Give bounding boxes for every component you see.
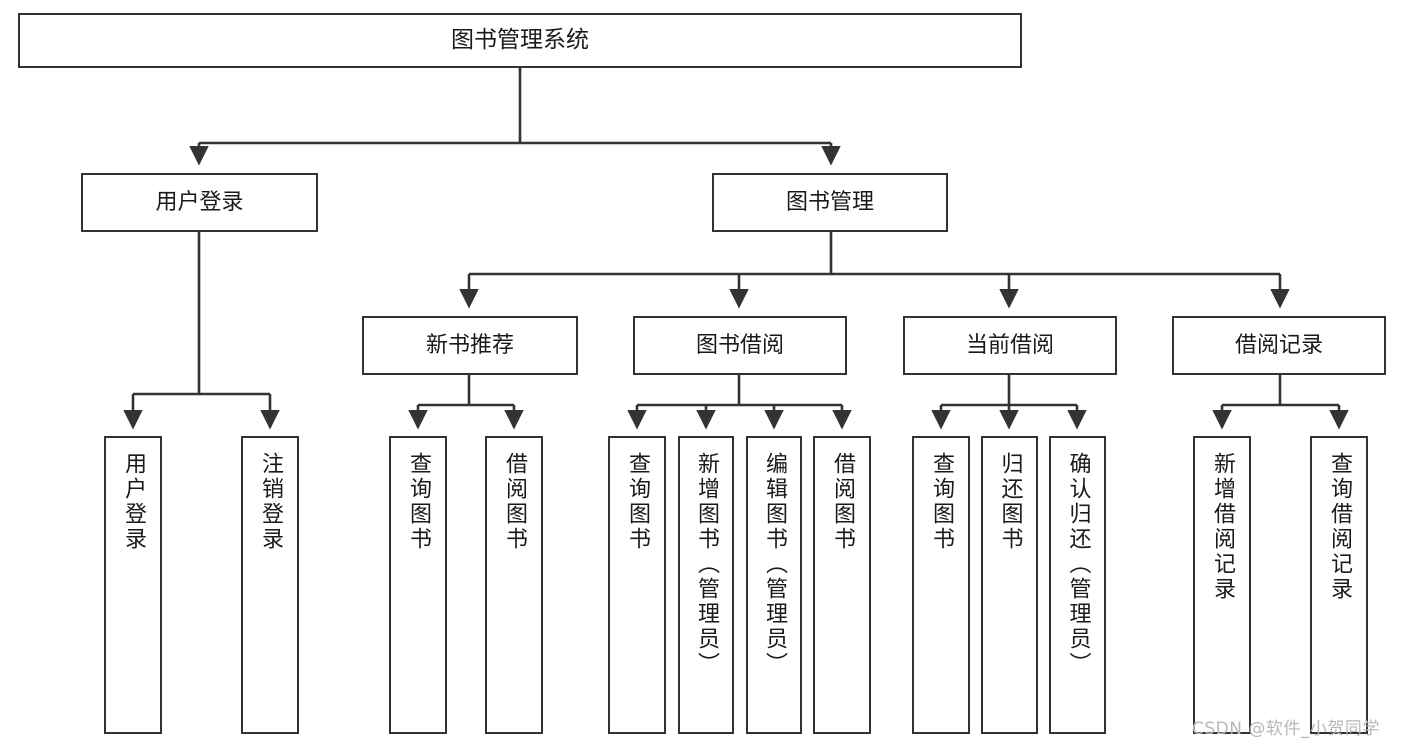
leaf-book-borrow-2[interactable]: 编辑图书（管理员） [746,436,802,734]
node-label: 查询图书 [929,452,954,552]
node-label: 编辑图书（管理员） [762,452,787,677]
node-book-management[interactable]: 图书管理 [712,173,948,232]
node-label: 借阅图书 [502,452,527,552]
node-label: 图书借阅 [695,332,784,358]
leaf-user-login-1[interactable]: 注销登录 [241,436,299,734]
node-label: 注销登录 [258,452,283,552]
node-label: 图书管理系统 [451,26,589,53]
leaf-new-book-recommendation-0[interactable]: 查询图书 [389,436,447,734]
node-label: 借阅记录 [1234,332,1323,358]
node-label: 确认归还（管理员） [1065,452,1091,677]
leaf-current-borrow-2[interactable]: 确认归还（管理员） [1049,436,1106,734]
leaf-borrow-record-0[interactable]: 新增借阅记录 [1193,436,1251,734]
node-label: 查询借阅记录 [1327,452,1352,602]
leaf-book-borrow-3[interactable]: 借阅图书 [813,436,871,734]
node-label: 新书推荐 [425,332,514,358]
node-label: 用户登录 [121,452,146,552]
csdn-watermark: CSDN @软件_小贺同学 [1192,719,1380,739]
node-label: 借阅图书 [830,452,855,552]
node-book-borrow[interactable]: 图书借阅 [633,316,847,375]
leaf-current-borrow-1[interactable]: 归还图书 [981,436,1038,734]
node-label: 查询图书 [625,452,650,552]
node-label: 当前借阅 [965,332,1054,358]
leaf-borrow-record-1[interactable]: 查询借阅记录 [1310,436,1368,734]
node-label: 新增借阅记录 [1210,452,1235,602]
node-label: 用户登录 [155,189,244,215]
leaf-current-borrow-0[interactable]: 查询图书 [912,436,970,734]
leaf-user-login-0[interactable]: 用户登录 [104,436,162,734]
node-root-book-management-system[interactable]: 图书管理系统 [18,13,1022,68]
node-new-book-recommendation[interactable]: 新书推荐 [362,316,578,375]
node-user-login[interactable]: 用户登录 [81,173,318,232]
leaf-new-book-recommendation-1[interactable]: 借阅图书 [485,436,543,734]
node-label: 新增图书（管理员） [694,452,719,677]
node-label: 归还图书 [997,452,1023,552]
leaf-book-borrow-0[interactable]: 查询图书 [608,436,666,734]
node-borrow-record[interactable]: 借阅记录 [1172,316,1386,375]
node-current-borrow[interactable]: 当前借阅 [903,316,1117,375]
node-label: 图书管理 [785,189,874,215]
node-label: 查询图书 [406,452,431,552]
leaf-book-borrow-1[interactable]: 新增图书（管理员） [678,436,734,734]
